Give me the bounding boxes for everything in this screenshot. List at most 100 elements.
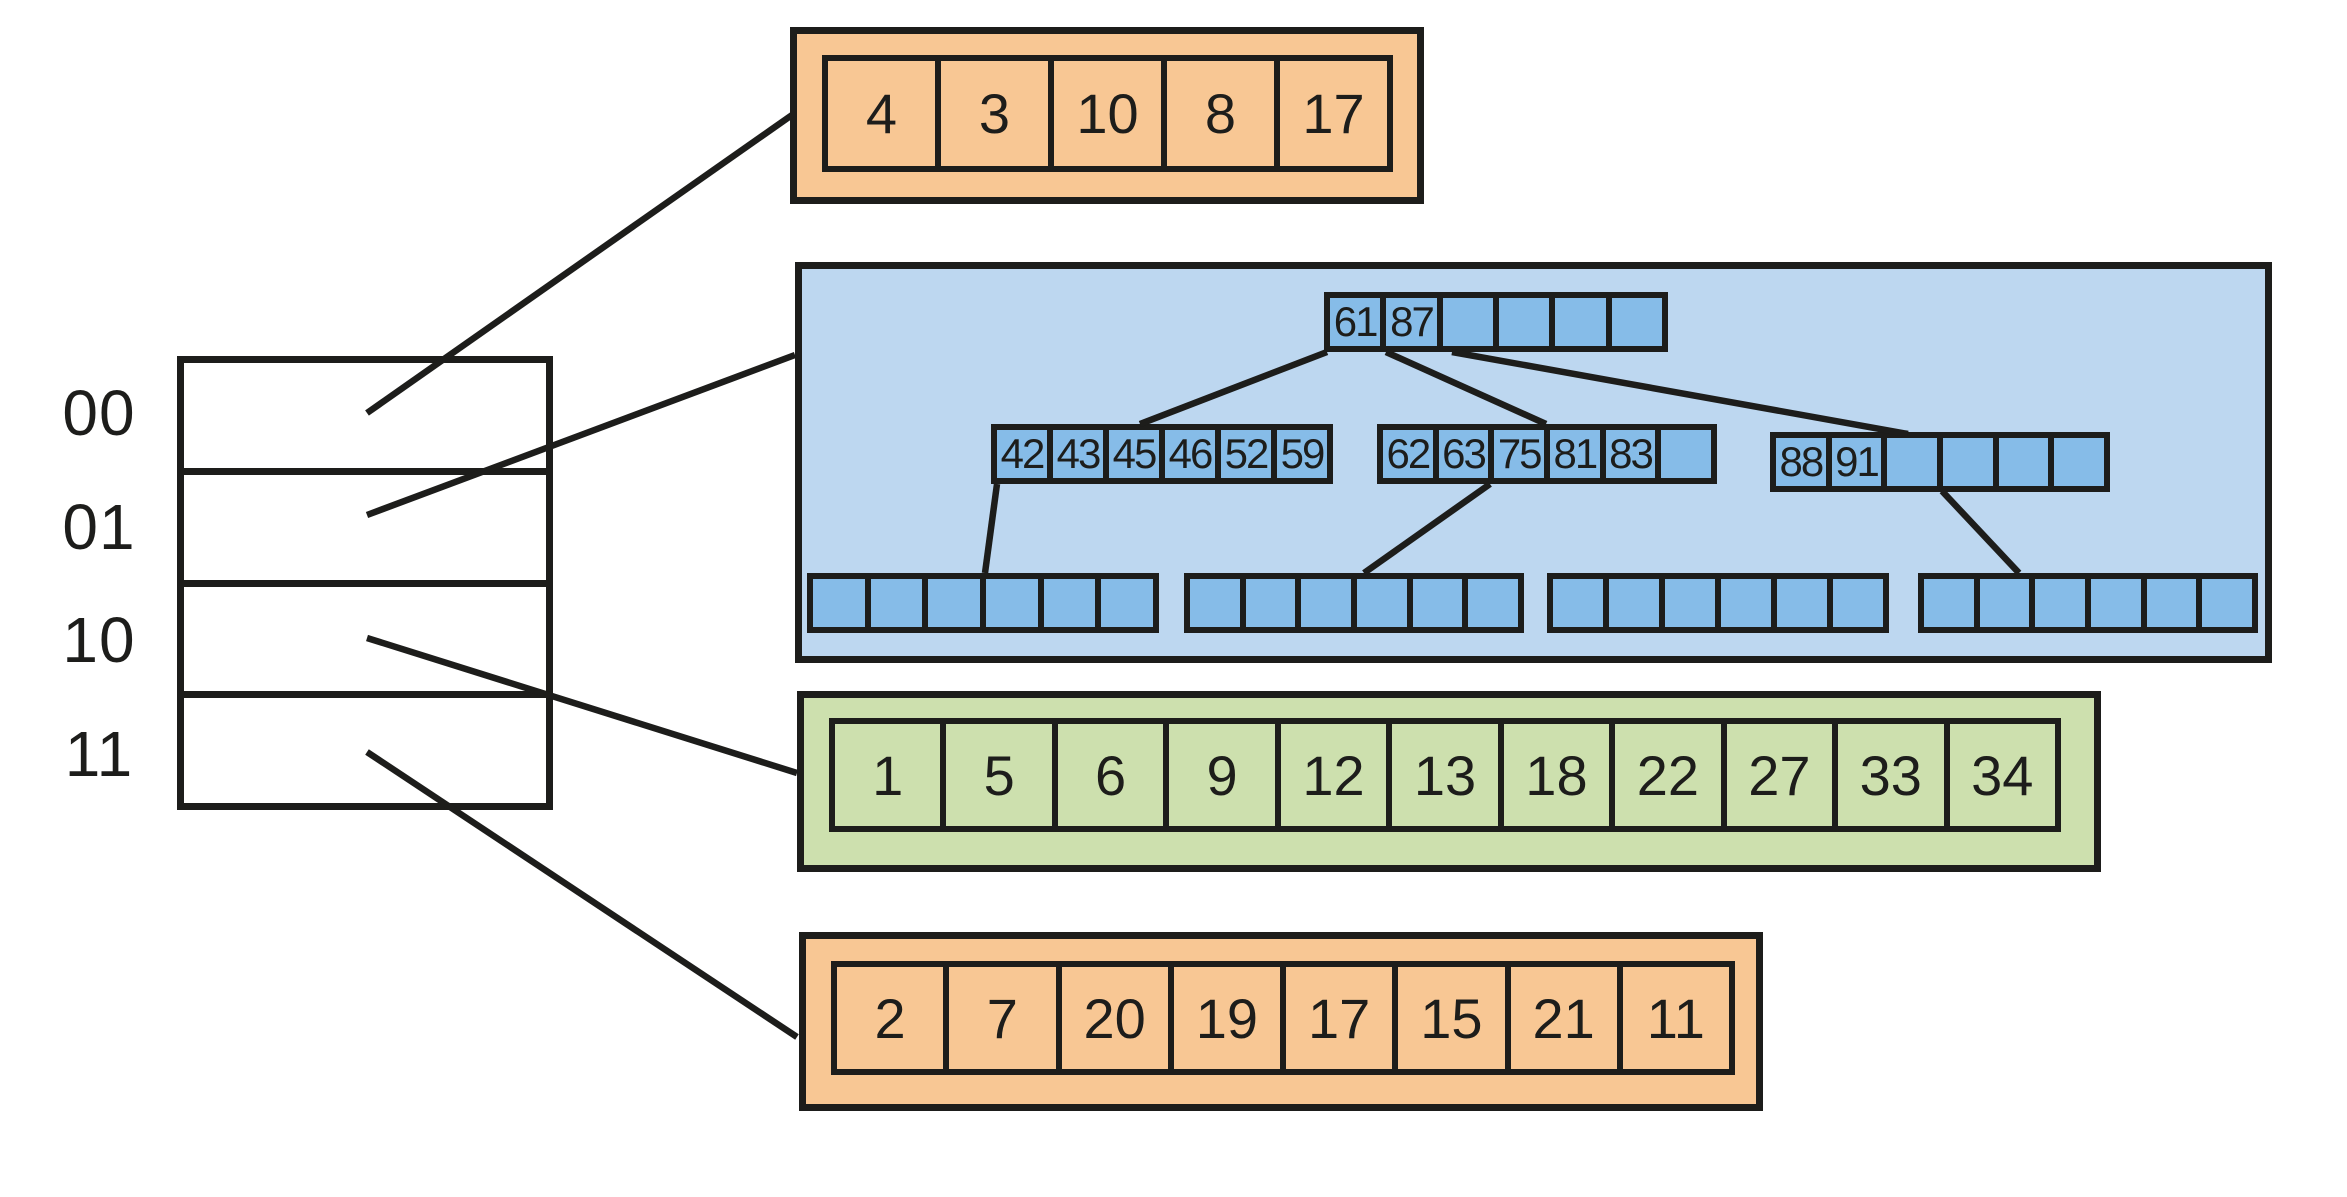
array-cell: [1611, 298, 1662, 346]
array-cell: [870, 579, 929, 627]
directory-pointer-10: [366, 634, 798, 777]
array-cell: 13: [1392, 724, 1504, 826]
array-cell: [1943, 438, 1999, 486]
array-cell: 62: [1383, 430, 1439, 478]
array-cell: [1190, 579, 1246, 627]
array-cell: [1043, 579, 1102, 627]
btree-edge-root-to-left-child: [1138, 348, 1329, 428]
array-cell: [1661, 430, 1712, 478]
directory-table: [177, 356, 553, 810]
array-cell: 83: [1605, 430, 1662, 478]
array-cell: 63: [1438, 430, 1495, 478]
btree-edge-root-to-right-child: [1451, 348, 1909, 438]
array-cell: 6: [1058, 724, 1170, 826]
array-cell: 27: [1727, 724, 1839, 826]
array-cell: 17: [1302, 82, 1365, 145]
array-cell: [2035, 579, 2092, 627]
array-cell: 45: [1109, 430, 1165, 478]
array-cell: 10: [1054, 61, 1167, 166]
array-cell: 8: [1167, 61, 1280, 166]
btree-leaf-node-3: [1547, 573, 1889, 633]
btree-leaf-node-4: [1918, 573, 2258, 633]
array-cell: 11: [1646, 986, 1705, 1050]
array-cell: 34: [1971, 743, 2034, 807]
array-cell: 9: [1169, 724, 1281, 826]
array-cell: [2202, 579, 2253, 627]
directory-pointer-01: [365, 351, 797, 519]
array-cell: 42: [997, 430, 1053, 478]
array-cell: 46: [1165, 430, 1221, 478]
directory-label-10: 10: [62, 604, 136, 676]
btree-leaf-node-1: [807, 573, 1159, 633]
directory-slot-10: [184, 587, 546, 699]
array-cell: 5: [946, 724, 1058, 826]
array-cell: [1887, 438, 1944, 486]
array-cell: [1412, 579, 1469, 627]
btree-edge-right-child-to-leaf4: [1939, 488, 2022, 576]
array-cell: [1609, 579, 1665, 627]
array-cell: [1553, 579, 1609, 627]
btree-edge-root-to-mid-child: [1384, 349, 1548, 427]
array-cell: 59: [1277, 430, 1327, 478]
array-cell: 4: [828, 61, 941, 166]
directory-slot-01: [184, 475, 546, 587]
btree-edge-left-child-to-leaf1: [981, 483, 1001, 574]
array-cell: [1101, 579, 1154, 627]
btree-edge-mid-child-to-leaf2: [1362, 481, 1492, 576]
directory-slot-00: [184, 363, 546, 475]
array-cell: [986, 579, 1044, 627]
directory-pointer-11: [365, 749, 799, 1040]
array-cell: 33: [1838, 724, 1950, 826]
array-cell: [1665, 579, 1721, 627]
array-cell: 17: [1286, 967, 1399, 1069]
directory-label-11: 11: [64, 718, 134, 790]
array-cell: [1245, 579, 1302, 627]
array-cell: [1555, 298, 1612, 346]
array-cell: 21: [1511, 967, 1623, 1069]
array-cell: 20: [1062, 967, 1174, 1069]
btree-leaf-node-2: [1184, 573, 1524, 633]
array-cell: [1442, 298, 1499, 346]
array-cell: [2146, 579, 2203, 627]
array-cell: [2091, 579, 2147, 627]
array-cell: 12: [1281, 724, 1393, 826]
array-cell: [1468, 579, 1519, 627]
directory-label-00: 00: [62, 377, 136, 449]
array-cell: 43: [1053, 430, 1109, 478]
array-cell: 22: [1615, 724, 1727, 826]
array-cell: 1: [835, 724, 947, 826]
array-cell: 88: [1776, 438, 1832, 486]
array-cell: 91: [1831, 438, 1888, 486]
array-cell: 61: [1330, 298, 1387, 346]
array-cell: [1357, 579, 1413, 627]
array-cell: [1301, 579, 1358, 627]
array-cell: [1833, 579, 1883, 627]
array-cell: 81: [1550, 430, 1606, 478]
array-cell: [1924, 579, 1980, 627]
array-cell: [928, 579, 987, 627]
array-cell: 18: [1504, 724, 1616, 826]
array-cell: [1998, 438, 2055, 486]
array-cell: 7: [949, 967, 1062, 1069]
array-cell: [1498, 298, 1556, 346]
array-cell: 75: [1494, 430, 1551, 478]
array-cell: [813, 579, 871, 627]
array-cell: 52: [1221, 430, 1277, 478]
directory-pointer-00: [365, 112, 794, 416]
array-cell: 15: [1398, 967, 1511, 1069]
array-cell: [1979, 579, 2036, 627]
directory-label-01: 01: [62, 491, 136, 563]
array-cell: 2: [837, 967, 950, 1069]
array-cell: [1721, 579, 1777, 627]
array-cell: 3: [941, 61, 1054, 166]
